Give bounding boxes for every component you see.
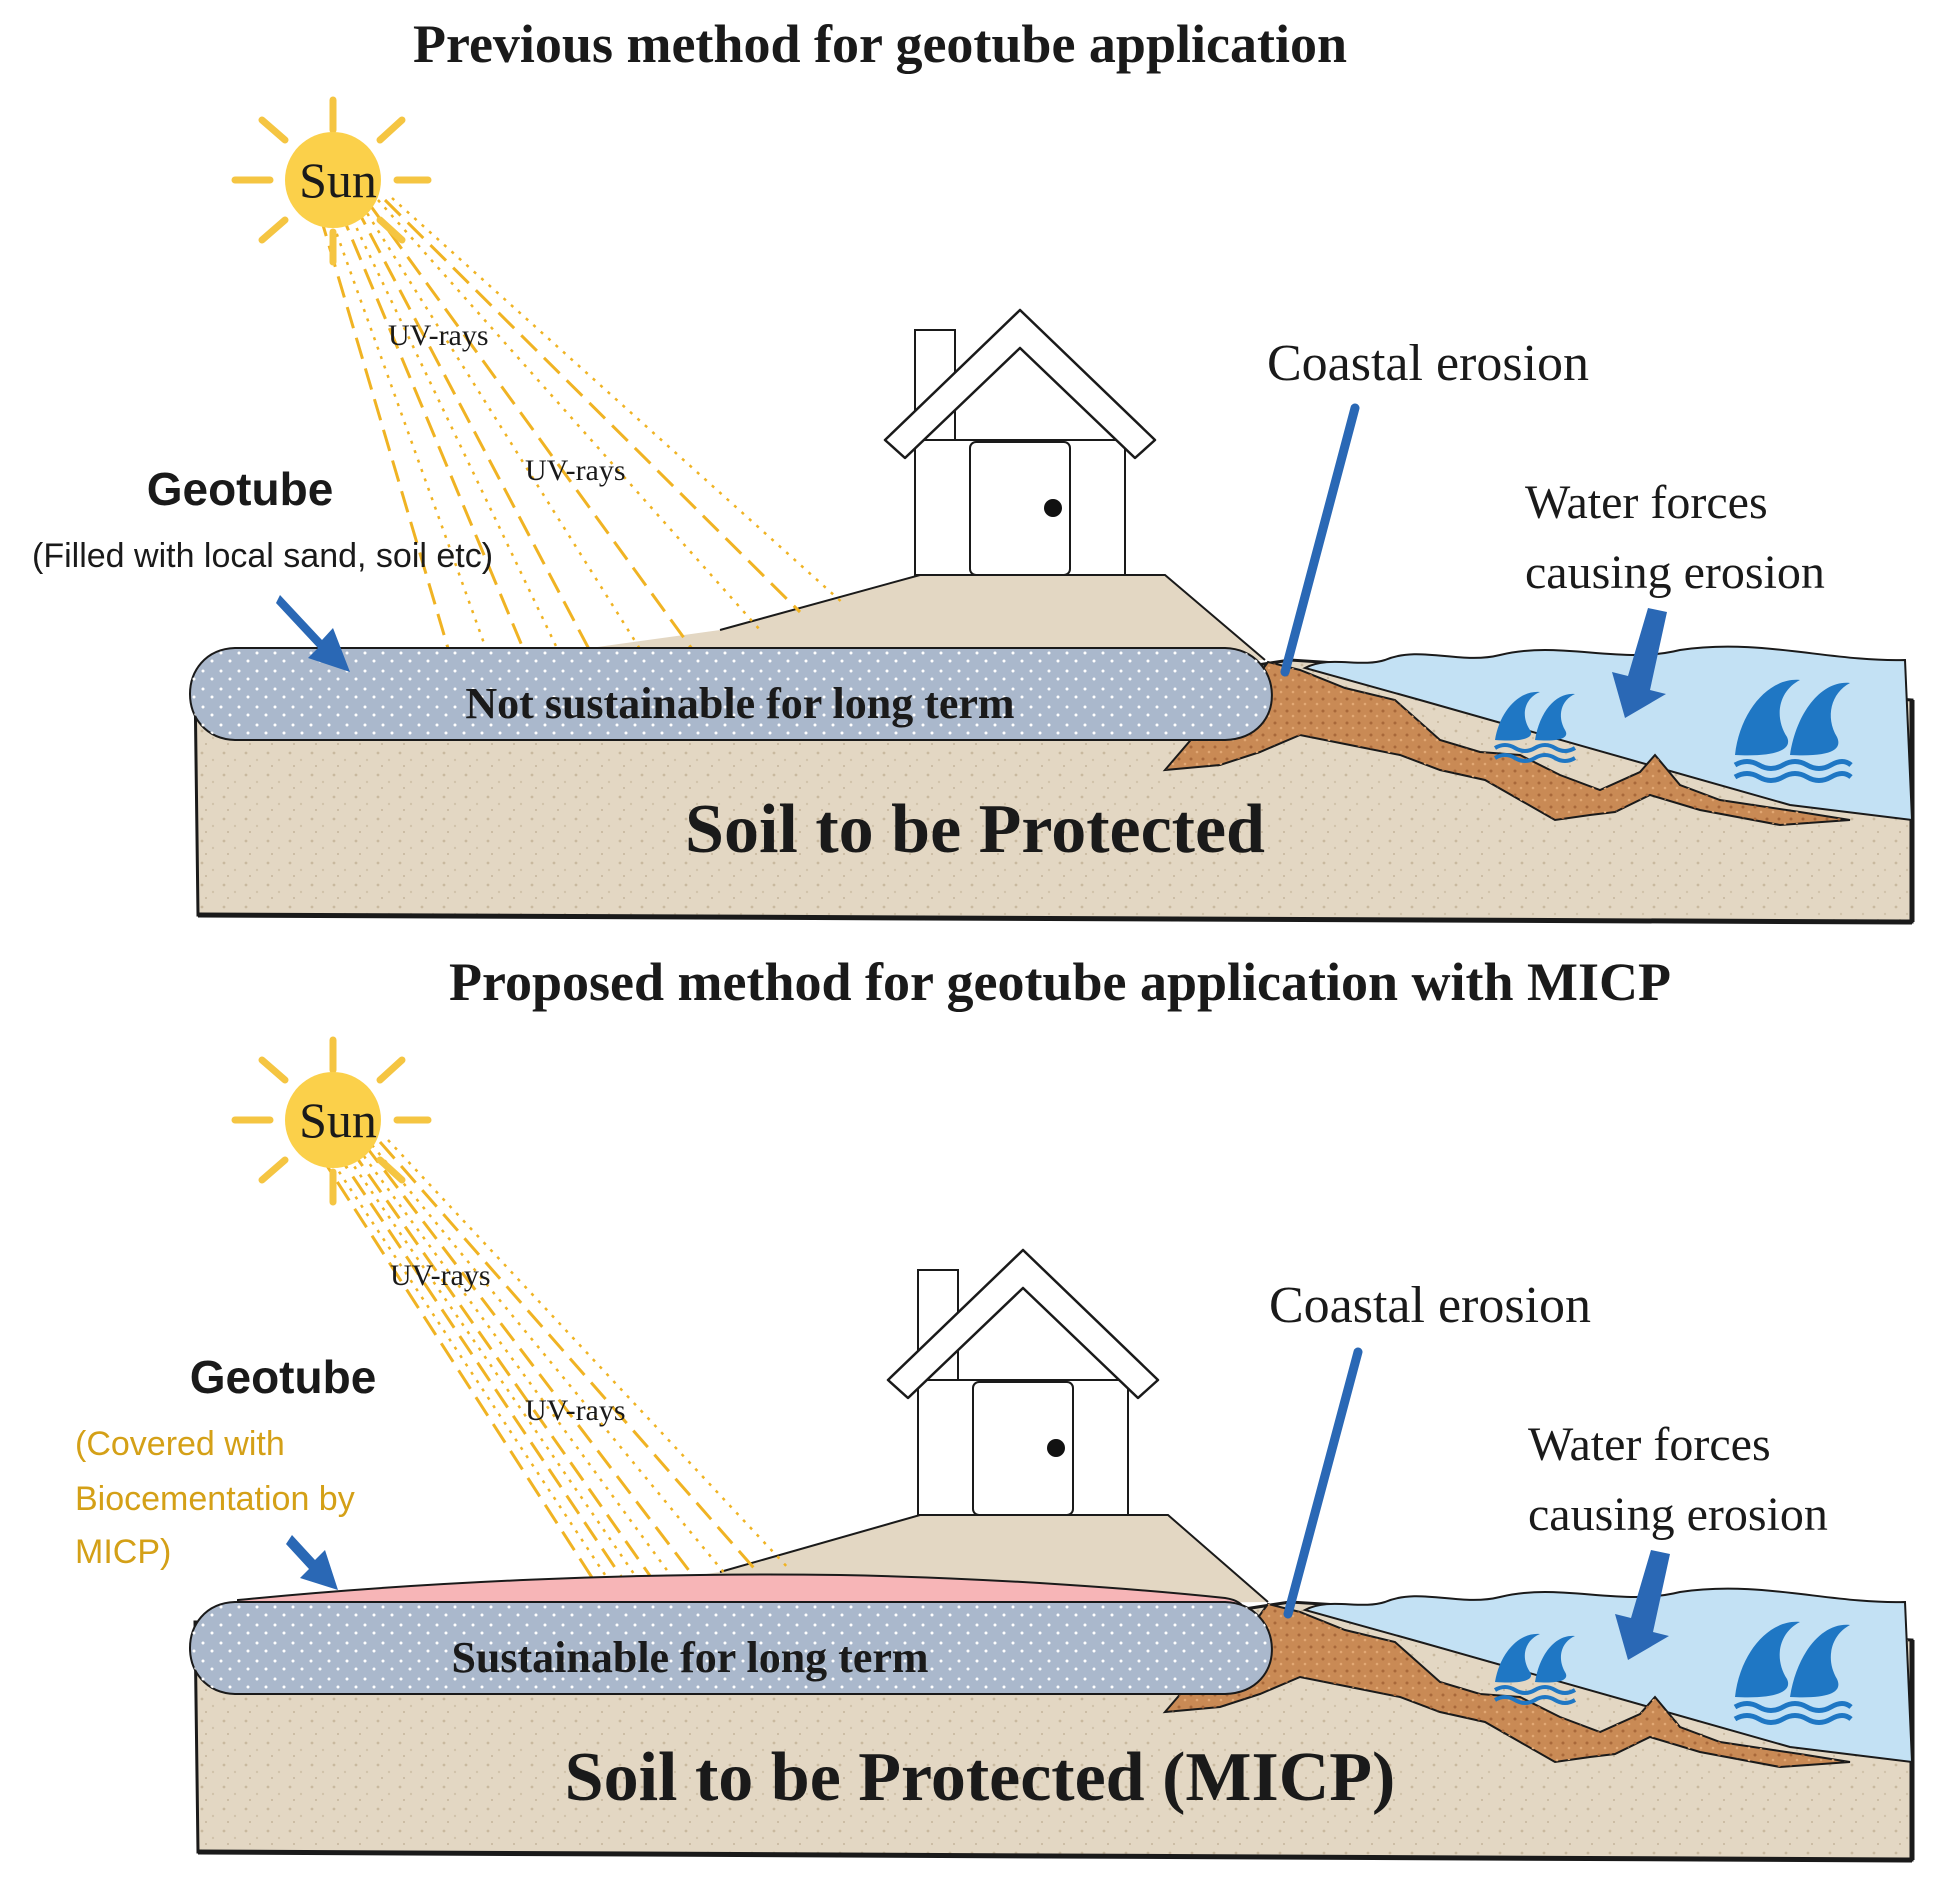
panel-title: Previous method for geotube application	[413, 14, 1347, 74]
soil-label: Soil to be Protected	[685, 791, 1265, 868]
sun-label: Sun	[299, 152, 377, 208]
sun-icon	[231, 96, 432, 266]
geotube-status: Not sustainable for long term	[465, 679, 1014, 728]
coastal-erosion-label: Coastal erosion	[1267, 335, 1589, 392]
water-forces-label: Water forces	[1525, 476, 1768, 529]
house-icon	[883, 308, 1157, 576]
uv-rays-label: UV-rays	[388, 319, 489, 352]
uv-rays	[318, 1139, 791, 1591]
wave-icon	[1733, 1621, 1853, 1725]
geotube-arrow-icon	[286, 1535, 338, 1590]
sun-label: Sun	[299, 1092, 377, 1148]
hill	[540, 575, 1265, 668]
wave-icon	[1733, 679, 1853, 783]
wave-icon	[1493, 1633, 1577, 1705]
water-forces-label: causing erosion	[1525, 546, 1825, 599]
eroded-soil	[1162, 660, 1851, 827]
water-force-arrow-icon	[1615, 1550, 1670, 1660]
geotube-label: Geotube	[190, 1351, 377, 1403]
soil-label: Soil to be Protected (MICP)	[565, 1739, 1396, 1816]
sun-icon	[231, 1036, 432, 1206]
water-forces-label: Water forces	[1528, 1418, 1771, 1471]
coastal-erosion-label: Coastal erosion	[1269, 1277, 1591, 1334]
geotube	[189, 647, 1273, 741]
geotube-note: Biocementation by	[75, 1480, 355, 1518]
geotube-note: (Covered with	[75, 1425, 285, 1463]
coastal-erosion-pointer	[1283, 1347, 1363, 1619]
geotube	[189, 1601, 1273, 1695]
eroded-soil	[1162, 1602, 1851, 1769]
geotube-note: MICP)	[75, 1533, 171, 1571]
panel-title: Proposed method for geotube application …	[449, 952, 1671, 1012]
uv-rays-label: UV-rays	[390, 1259, 491, 1292]
panel-previous-method: Previous method for geotube application	[32, 14, 1915, 925]
uv-rays	[318, 197, 846, 671]
uv-rays-label: UV-rays	[525, 454, 626, 487]
geotube-label: Geotube	[147, 463, 334, 515]
uv-rays-label: UV-rays	[525, 1394, 626, 1427]
coastal-erosion-pointer	[1280, 403, 1360, 677]
house-icon	[886, 1248, 1160, 1516]
panel-proposed-method: Proposed method for geotube application …	[75, 952, 1915, 1863]
wave-icon	[1493, 691, 1577, 763]
geotube-status: Sustainable for long term	[451, 1633, 928, 1682]
water-forces-label: causing erosion	[1528, 1488, 1828, 1541]
geotube-arrow-icon	[276, 595, 350, 672]
geotube-note: (Filled with local sand, soil etc)	[32, 537, 493, 575]
water-force-arrow-icon	[1612, 608, 1667, 718]
